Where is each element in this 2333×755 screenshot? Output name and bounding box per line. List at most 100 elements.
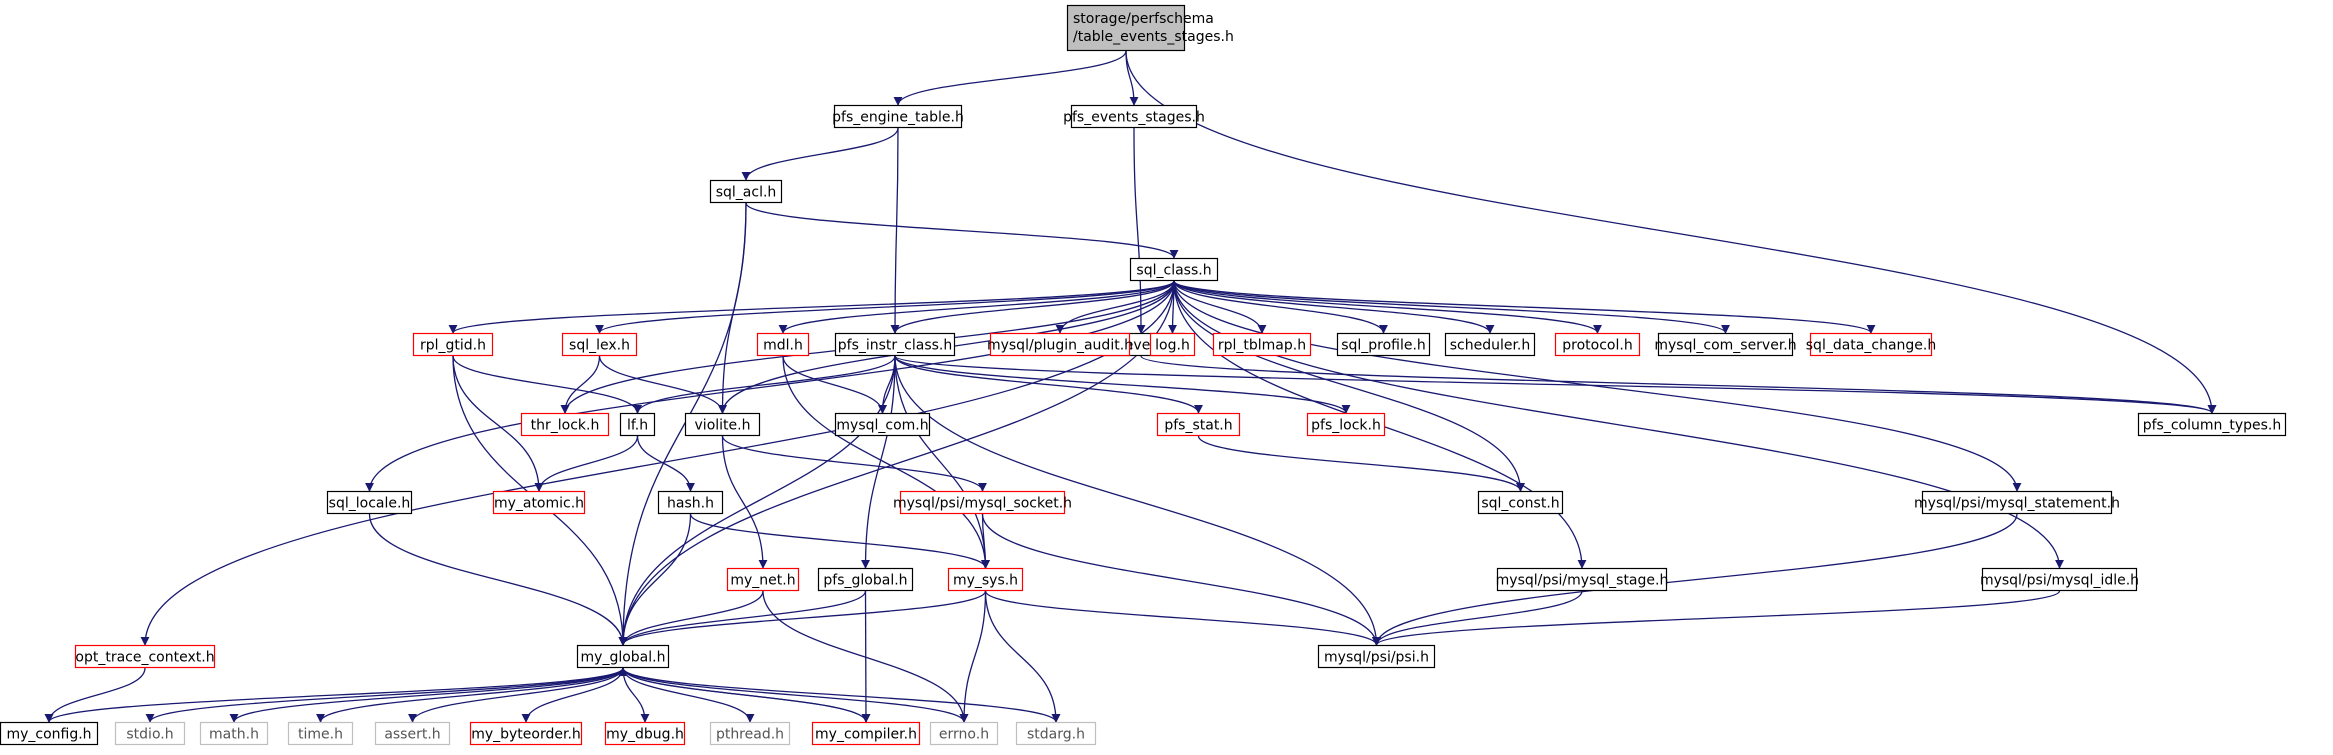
nodes-layer: storage/perfschema/table_events_stages.h… — [0, 4, 2287, 746]
node-box-errno — [929, 721, 999, 746]
edge-compiler-to-myglobal — [618, 667, 867, 723]
node-root[interactable]: storage/perfschema/table_events_stages.h — [1066, 4, 1234, 52]
edge-sqllex-to-violite — [598, 355, 727, 414]
node-box-stdio — [114, 721, 186, 746]
node-opttrace[interactable]: opt_trace_context.h — [74, 644, 216, 669]
node-rplgtid[interactable]: rpl_gtid.h — [412, 332, 494, 357]
edge-rplgtid-to-lf — [452, 355, 642, 414]
edge-instrclass-to-psi — [894, 355, 1381, 646]
node-myglobal[interactable]: my_global.h — [576, 644, 670, 669]
node-box-instrclass — [834, 332, 956, 357]
node-box-sqlprofile — [1336, 332, 1431, 357]
node-box-log — [1149, 332, 1196, 357]
node-mysys[interactable]: my_sys.h — [947, 567, 1024, 592]
edge-opttrace-to-myconfig — [44, 667, 146, 723]
node-evstages[interactable]: pfs_events_stages.h — [1063, 104, 1205, 129]
node-pfslock[interactable]: pfs_lock.h — [1306, 412, 1386, 437]
edge-mysys-to-errno — [959, 590, 987, 723]
edge-myglobal-to-pthread — [622, 667, 755, 723]
node-label-assert: assert.h — [384, 727, 440, 743]
edge-myglobal-to-stdio — [145, 667, 624, 723]
node-coltypes[interactable]: pfs_column_types.h — [2137, 412, 2287, 437]
node-box-mysys — [947, 567, 1024, 592]
node-label-stdarg: stdarg.h — [1027, 727, 1085, 743]
node-label-sqllex: sql_lex.h — [569, 338, 630, 354]
node-lf[interactable]: lf.h — [619, 412, 656, 437]
node-sqllocale[interactable]: sql_locale.h — [326, 490, 413, 515]
node-label-mdl: mdl.h — [763, 338, 803, 354]
edge-myglobal-to-assert — [408, 667, 624, 723]
node-myconfig[interactable]: my_config.h — [0, 721, 99, 746]
node-pluginaudit[interactable]: mysql/plugin_audit.h — [987, 332, 1133, 357]
node-thrlock[interactable]: thr_lock.h — [520, 412, 610, 437]
node-violite[interactable]: violite.h — [684, 412, 761, 437]
node-compiler[interactable]: my_compiler.h — [811, 721, 921, 746]
edge-stage-to-psi — [1372, 590, 1583, 646]
edge-sqlclass-to-protocol — [1173, 280, 1602, 334]
node-label-time: time.h — [298, 727, 343, 743]
node-stage[interactable]: mysql/psi/mysql_stage.h — [1496, 567, 1669, 592]
node-engine[interactable]: pfs_engine_table.h — [832, 104, 964, 129]
node-box-mysqlcom — [834, 412, 931, 437]
edge-rplgtid-to-myatomic — [452, 355, 544, 492]
node-box-sqllex — [561, 332, 638, 357]
node-label-mysqlcom: mysql_com.h — [836, 418, 928, 434]
node-protocol[interactable]: protocol.h — [1554, 332, 1641, 357]
edge-myglobal-to-errno — [622, 667, 969, 723]
node-label-lf: lf.h — [627, 418, 648, 434]
node-byteorder[interactable]: my_byteorder.h — [469, 721, 583, 746]
node-instrclass[interactable]: pfs_instr_class.h — [834, 332, 956, 357]
node-scheduler[interactable]: scheduler.h — [1444, 332, 1536, 357]
node-box-evstages — [1070, 104, 1198, 129]
node-time: time.h — [287, 721, 354, 746]
edge-sqlclass-to-sqllex — [595, 280, 1175, 334]
node-hash[interactable]: hash.h — [657, 490, 724, 515]
node-box-compiler — [811, 721, 921, 746]
node-box-stdarg — [1015, 721, 1097, 746]
edge-instrclass-to-pfsglobal — [861, 355, 896, 569]
node-label-pthread: pthread.h — [716, 727, 784, 743]
node-mynet[interactable]: my_net.h — [726, 567, 800, 592]
node-mdl[interactable]: mdl.h — [756, 332, 810, 357]
node-mysqlcom[interactable]: mysql_com.h — [834, 412, 931, 437]
edge-lf-to-hash — [636, 435, 695, 492]
node-log[interactable]: log.h — [1149, 332, 1196, 357]
node-box-statement — [1921, 490, 2113, 515]
node-pfsglobal[interactable]: pfs_global.h — [817, 567, 914, 592]
node-sqlacl[interactable]: sql_acl.h — [709, 179, 783, 204]
node-box-sqlclass — [1129, 257, 1219, 282]
node-pfsstat[interactable]: pfs_stat.h — [1156, 412, 1241, 437]
node-label-root-label2: /table_events_stages.h — [1073, 29, 1234, 45]
edge-hash-to-mysys — [689, 513, 990, 569]
node-sqlclass[interactable]: sql_class.h — [1129, 257, 1219, 282]
edge-instrclass-to-pfslock — [894, 355, 1351, 414]
node-socket[interactable]: mysql/psi/mysql_socket.h — [893, 490, 1072, 515]
node-label-compiler: my_compiler.h — [815, 727, 917, 743]
edge-sqlacl-to-myglobal — [618, 202, 747, 646]
node-sqllex[interactable]: sql_lex.h — [561, 332, 638, 357]
node-statement[interactable]: mysql/psi/mysql_statement.h — [1914, 490, 2120, 515]
edge-root-to-coltypes — [1125, 50, 2217, 414]
node-datachange[interactable]: sql_data_change.h — [1806, 332, 1936, 357]
node-idle[interactable]: mysql/psi/mysql_idle.h — [1980, 567, 2139, 592]
node-stdarg: stdarg.h — [1015, 721, 1097, 746]
node-label-comserver: mysql_com_server.h — [1654, 338, 1796, 354]
node-box-pluginaudit — [989, 332, 1131, 357]
node-sqlconst[interactable]: sql_const.h — [1477, 490, 1564, 515]
node-tblmap[interactable]: rpl_tblmap.h — [1212, 332, 1312, 357]
node-myatomic[interactable]: my_atomic.h — [492, 490, 586, 515]
node-psi[interactable]: mysql/psi/psi.h — [1317, 644, 1436, 669]
node-comserver[interactable]: mysql_com_server.h — [1654, 332, 1797, 357]
edge-instrclass-to-mysqlcom — [878, 355, 896, 414]
node-box-comserver — [1657, 332, 1794, 357]
node-label-engine: pfs_engine_table.h — [832, 110, 964, 126]
node-sqlprofile[interactable]: sql_profile.h — [1336, 332, 1431, 357]
edge-root-to-engine — [893, 50, 1127, 106]
edge-sqlclass-to-mdl — [778, 280, 1175, 334]
node-label-rplgtid: rpl_gtid.h — [420, 338, 486, 354]
node-label-byteorder: my_byteorder.h — [471, 727, 581, 743]
edge-sqlclass-to-tblmap — [1173, 280, 1267, 334]
edge-engine-to-instrclass — [890, 127, 900, 334]
node-dbug[interactable]: my_dbug.h — [604, 721, 686, 746]
edge-sqllex-to-thrlock — [560, 355, 601, 414]
